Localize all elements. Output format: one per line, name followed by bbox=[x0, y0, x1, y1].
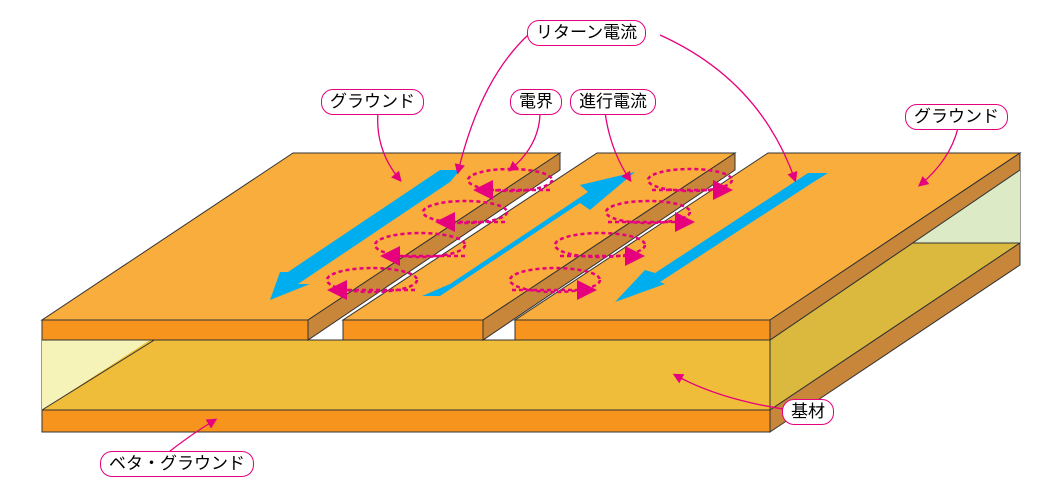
electric-field-lines bbox=[325, 167, 734, 300]
signal-strip bbox=[341, 152, 737, 341]
label-electric-field: 電界 bbox=[510, 89, 562, 115]
label-substrate: 基材 bbox=[782, 399, 834, 425]
return-current-arrow-right bbox=[615, 173, 828, 302]
return-current-arrow-left bbox=[270, 170, 460, 300]
label-forward-current: 進行電流 bbox=[570, 89, 656, 115]
label-ground-left: グラウンド bbox=[321, 89, 424, 115]
solid-ground-plane bbox=[41, 242, 1021, 433]
leader-lines bbox=[164, 34, 959, 456]
label-solid-ground: ベタ・グラウンド bbox=[100, 451, 254, 477]
current-arrows bbox=[270, 170, 828, 302]
label-ground-right: グラウンド bbox=[905, 104, 1008, 130]
label-return-current: リターン電流 bbox=[527, 20, 647, 46]
forward-current-arrow bbox=[422, 172, 635, 296]
